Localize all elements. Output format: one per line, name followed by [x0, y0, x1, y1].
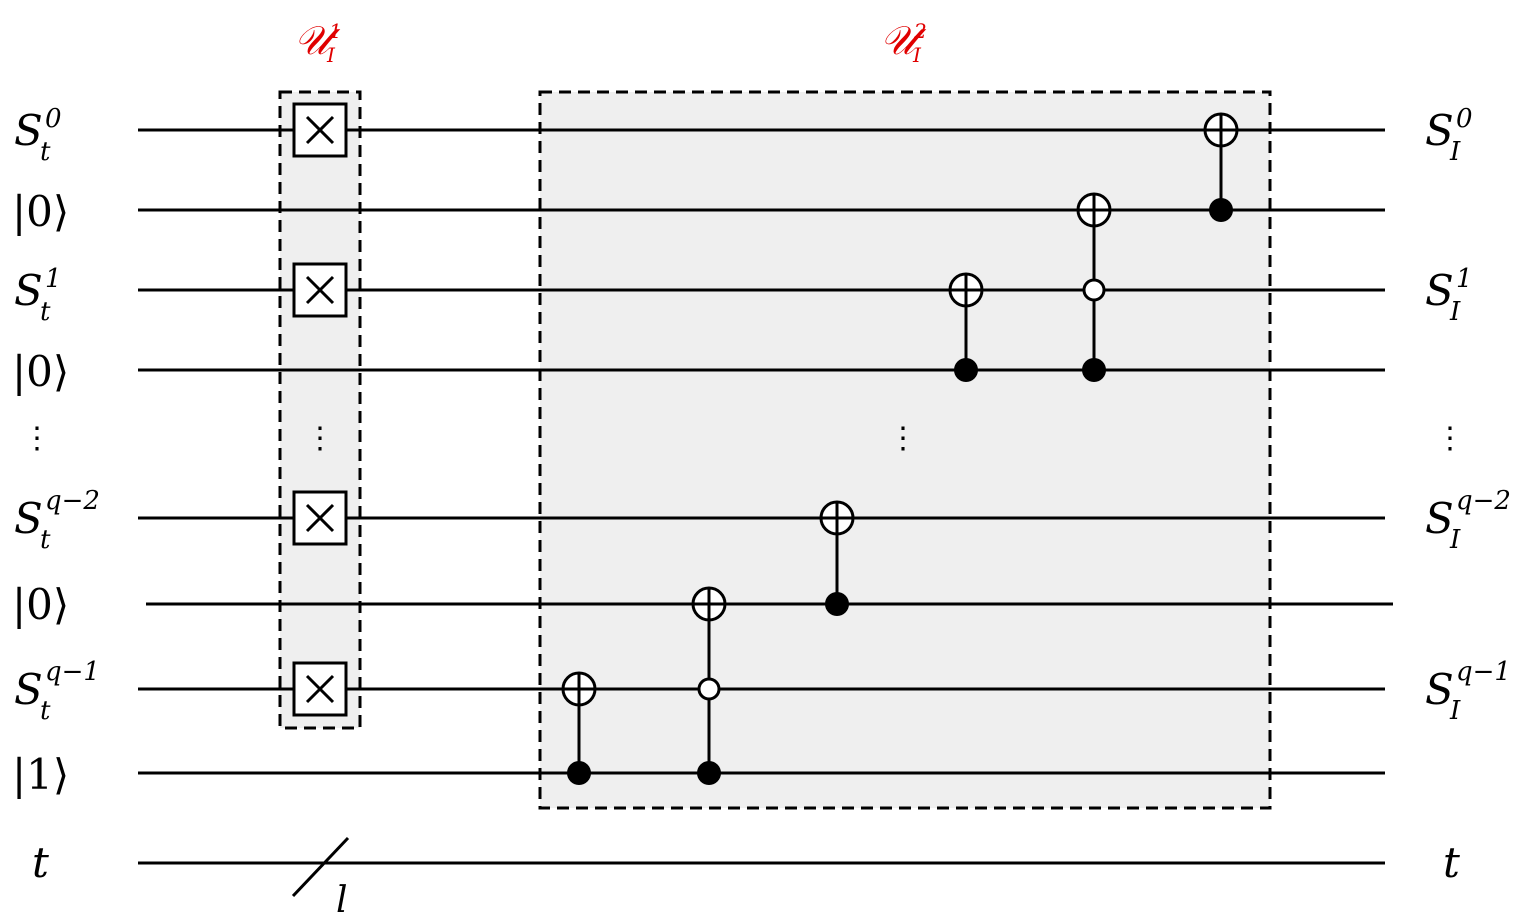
bus-label: l: [336, 880, 348, 921]
svg-text:q−1: q−1: [1456, 657, 1511, 687]
x-gate: [292, 490, 348, 546]
svg-text:I: I: [1449, 137, 1461, 167]
svg-text:t: t: [40, 696, 51, 726]
output-vertical-dots: ⋮: [1435, 421, 1465, 456]
input-label-ancilla-2: |0⟩: [12, 347, 69, 396]
svg-text:1: 1: [329, 19, 342, 43]
input-label-one: |1⟩: [12, 750, 69, 799]
input-label-st1: S 1 t: [14, 264, 62, 327]
svg-text:q−2: q−2: [45, 486, 100, 516]
svg-text:1: 1: [1456, 264, 1473, 294]
svg-text:S: S: [1425, 106, 1454, 155]
block-label-u1: 𝒰 1 I: [294, 18, 342, 67]
svg-text:t: t: [40, 297, 51, 327]
svg-text:S: S: [14, 494, 43, 543]
block-label-u2: 𝒰 2 I: [880, 18, 927, 67]
output-label-siq1: S q−1 I: [1425, 657, 1511, 726]
svg-text:0: 0: [1456, 104, 1473, 134]
svg-text:t: t: [40, 525, 51, 555]
svg-text:S: S: [14, 665, 43, 714]
input-label-stq2: S q−2 t: [14, 486, 100, 555]
u1-vertical-dots: ⋮: [305, 421, 335, 456]
svg-text:S: S: [1425, 665, 1454, 714]
svg-text:S: S: [14, 266, 43, 315]
control-dot-filled: [567, 761, 591, 785]
output-label-si0: S 0 I: [1425, 104, 1473, 167]
control-dot-filled: [697, 761, 721, 785]
svg-text:I: I: [1449, 696, 1461, 726]
input-label-t: t: [32, 838, 49, 887]
control-dot-filled: [1209, 198, 1233, 222]
cnot-target: [561, 671, 597, 707]
control-dot-filled: [954, 358, 978, 382]
svg-text:S: S: [1425, 266, 1454, 315]
output-label-si1: S 1 I: [1425, 264, 1473, 327]
u2-vertical-dots: ⋮: [888, 421, 918, 456]
cnot-target: [691, 586, 727, 622]
input-vertical-dots: ⋮: [22, 421, 52, 456]
block-u2-border: [538, 90, 1272, 810]
svg-text:I: I: [326, 43, 336, 67]
input-label-stq1: S q−1 t: [14, 657, 100, 726]
x-gate: [292, 661, 348, 717]
svg-text:0: 0: [45, 104, 62, 134]
cnot-target: [1076, 192, 1112, 228]
x-gate: [292, 102, 348, 158]
filled-controls: [567, 198, 1233, 785]
input-label-ancilla-3: |0⟩: [12, 580, 69, 629]
control-dot-filled: [825, 592, 849, 616]
svg-text:S: S: [14, 106, 43, 155]
open-controls: [697, 278, 1106, 701]
block-u1-fill: [280, 92, 360, 728]
block-u1-border: [278, 90, 362, 730]
svg-text:1: 1: [45, 264, 62, 294]
x-gate: [292, 262, 348, 318]
input-label-st0: S 0 t: [14, 104, 62, 167]
svg-text:I: I: [912, 43, 922, 67]
cnot-target: [1203, 112, 1239, 148]
svg-text:I: I: [1449, 525, 1461, 555]
cnot-target: [948, 272, 984, 308]
control-dot-open: [1082, 278, 1106, 302]
control-dot-filled: [1082, 358, 1106, 382]
control-dot-open: [697, 677, 721, 701]
svg-text:q−2: q−2: [1456, 486, 1511, 516]
output-label-siq2: S q−2 I: [1425, 486, 1511, 555]
input-label-ancilla-1: |0⟩: [12, 187, 69, 236]
svg-text:S: S: [1425, 494, 1454, 543]
svg-text:t: t: [40, 137, 51, 167]
bus-slash: [291, 836, 350, 898]
svg-text:q−1: q−1: [45, 657, 100, 687]
svg-text:I: I: [1449, 297, 1461, 327]
svg-text:2: 2: [913, 19, 927, 43]
cnot-target: [819, 500, 855, 536]
output-label-t: t: [1443, 838, 1460, 887]
